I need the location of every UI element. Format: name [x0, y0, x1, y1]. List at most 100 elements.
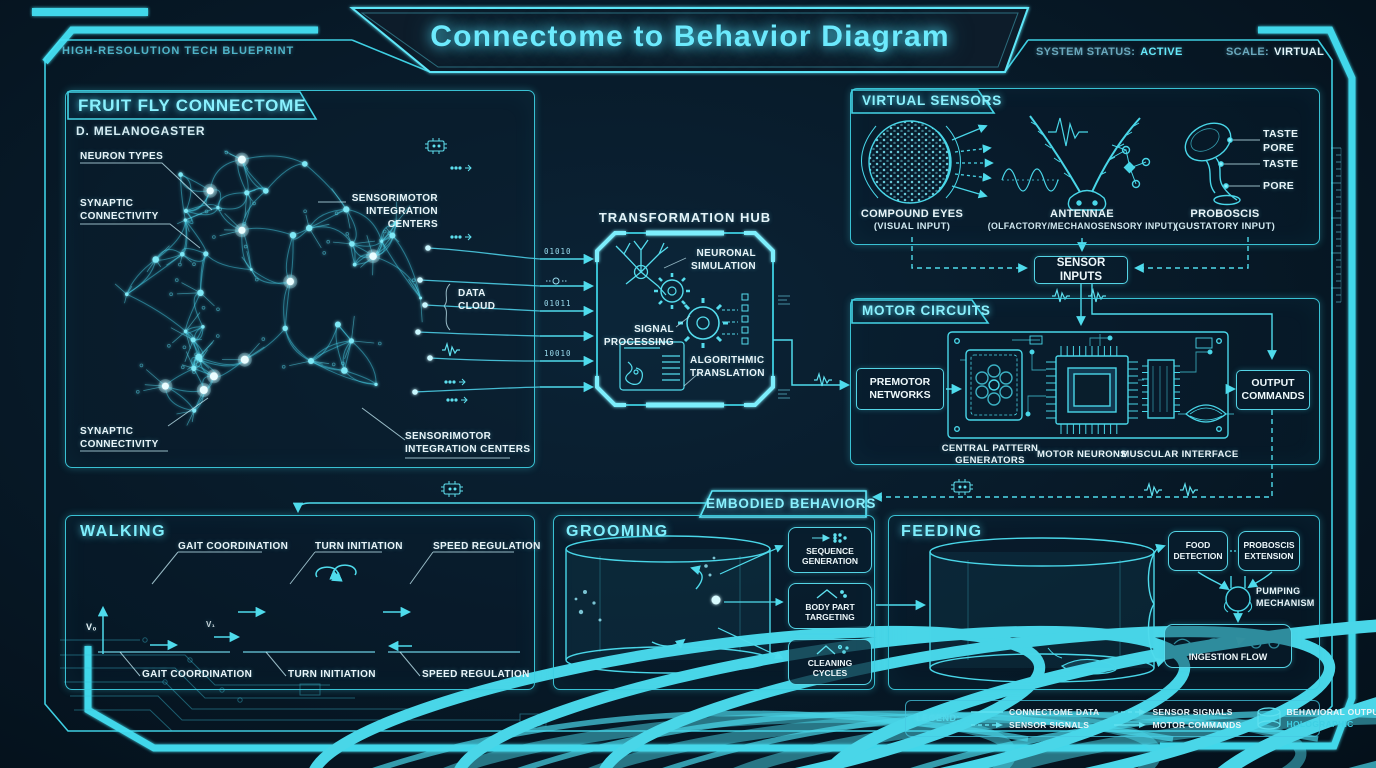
- system-status: SYSTEM STATUS: ACTIVE: [1036, 45, 1183, 59]
- legend-item-motor-commands: MOTOR COMMANDS: [1113, 720, 1241, 730]
- connectome-callouts: [80, 162, 510, 459]
- chip-pins: [1046, 346, 1180, 434]
- grooming-illustration: [565, 535, 1376, 768]
- walking-label-speed-top: SPEED REGULATION: [433, 541, 541, 552]
- food-detection-label: FOOD DETECTION: [1173, 540, 1223, 561]
- compound-eyes-sub: (VISUAL INPUT): [873, 221, 951, 232]
- proboscis-name: PROBOSCIS: [1190, 208, 1260, 220]
- cleaning-cycles-label: CLEANING CYCLES: [807, 657, 853, 679]
- feeding-illustration: [929, 537, 1376, 768]
- label-synaptic-connectivity-top: SYNAPTIC CONNECTIVITY: [80, 198, 159, 222]
- output-commands-label: OUTPUT COMMANDS: [1241, 376, 1305, 402]
- walking-label-turn-bottom: TURN INITIATION: [288, 669, 376, 680]
- cylinder-icon: [1256, 706, 1281, 730]
- grooming-panel: [553, 515, 875, 690]
- sequence-icon: [812, 533, 847, 543]
- legend-item-sublabel: HOLOGRAPHIC: [1286, 718, 1354, 729]
- label-data-cloud: DATA CLOUD: [458, 288, 496, 312]
- walking-title: WALKING: [80, 523, 167, 540]
- body-part-targeting-box: BODY PART TARGETING: [788, 583, 872, 629]
- label-sensorimotor-bottom: SENSORIMOTOR INTEGRATION CENTERS: [405, 431, 531, 455]
- walking-label-speed-bottom: SPEED REGULATION: [422, 669, 530, 680]
- legend-item-label: BEHAVIORAL OUTPUT: [1286, 707, 1376, 718]
- dashed-arrow-icon: [1114, 709, 1147, 715]
- transformation-hub-frame: [595, 230, 775, 408]
- premotor-networks-label: PREMOTOR NETWORKS: [869, 375, 931, 401]
- hub-motor-connector: [773, 295, 851, 399]
- page-title: Connectome to Behavior Diagram: [430, 20, 950, 53]
- velocity-label-v0: V₀: [86, 622, 97, 632]
- scale-indicator: SCALE: VIRTUAL: [1226, 45, 1324, 59]
- section-tabs: [67, 89, 996, 518]
- solid-line-icon: [971, 711, 1003, 713]
- walking-illustration: [97, 551, 1343, 768]
- compound-eye-icon: [861, 120, 994, 204]
- antennae-icon: [1001, 115, 1151, 211]
- walking-label-gait-top: GAIT COORDINATION: [178, 541, 289, 552]
- sensor-inputs-box: SENSOR INPUTS: [1034, 256, 1128, 284]
- antennae-name: ANTENNAE: [1050, 208, 1114, 220]
- cleaning-cycles-box: CLEANING CYCLES: [788, 639, 872, 685]
- neural-network-illustration: [114, 150, 423, 426]
- label-sensorimotor-top: SENSORIMOTOR INTEGRATION CENTERS: [351, 193, 438, 230]
- legend-grid: CONNECTOME DATA SENSOR SIGNALS SENSOR SI…: [970, 707, 1242, 730]
- behavior-routing-lines: [292, 502, 927, 611]
- connectome-subtitle: D. MELANOGASTER: [76, 124, 206, 138]
- pumping-mechanism-label: PUMPING MECHANISM: [1256, 586, 1315, 608]
- food-detection-box: FOOD DETECTION: [1168, 531, 1228, 571]
- antennae-sub: (OLFACTORY/MECHANOSENSORY INPUT): [987, 221, 1177, 231]
- output-commands-box: OUTPUT COMMANDS: [1236, 370, 1310, 410]
- proboscis-extension-box: PROBOSCIS EXTENSION: [1238, 531, 1300, 571]
- ingestion-flow-box: INGESTION FLOW: [1164, 624, 1292, 668]
- callout-pore: PORE: [1263, 180, 1295, 192]
- connectome-panel: [65, 90, 535, 468]
- data-stream-label: 01010: [544, 247, 572, 256]
- connectome-title: FRUIT FLY CONNECTOME: [78, 96, 307, 115]
- cleaning-icon: [816, 644, 849, 655]
- scale-value: VIRTUAL: [1274, 46, 1325, 58]
- legend-item-label: CONNECTOME DATA: [1009, 707, 1100, 717]
- callout-taste: TASTE: [1263, 158, 1299, 170]
- proboscis-sub: (GUSTATORY INPUT): [1174, 221, 1276, 232]
- legend-item-label: SENSOR SIGNALS: [1152, 707, 1233, 717]
- blueprint-tag: HIGH-RESOLUTION TECH BLUEPRINT: [62, 45, 295, 57]
- hub-item-signal-processing: SIGNAL PROCESSING: [603, 324, 674, 348]
- legend-item-connectome-data: CONNECTOME DATA: [970, 707, 1099, 717]
- label-synaptic-connectivity-bottom: SYNAPTIC CONNECTIVITY: [80, 426, 159, 450]
- motor-circuits-title: MOTOR CIRCUITS: [862, 303, 991, 318]
- feeding-title: FEEDING: [901, 523, 983, 540]
- virtual-sensors-title: VIRTUAL SENSORS: [862, 93, 1003, 108]
- targeting-icon: [816, 588, 847, 599]
- velocity-label-v1: V₁: [206, 620, 216, 629]
- scale-ruler: [1331, 147, 1342, 303]
- circuit-board-illustration: [947, 331, 1234, 439]
- hub-gears-icon: [654, 273, 749, 348]
- sequence-generation-label: SEQUENCE GENERATION: [801, 545, 859, 567]
- hub-title: TRANSFORMATION HUB: [598, 210, 772, 225]
- solid-arrow-icon: [1114, 722, 1147, 728]
- walking-label-turn-top: TURN INITIATION: [315, 541, 403, 552]
- hub-translation-icon: [619, 341, 701, 391]
- status-label: SYSTEM STATUS:: [1036, 46, 1136, 58]
- status-value: ACTIVE: [1140, 46, 1183, 58]
- legend-item-sensor-signals-2: SENSOR SIGNALS: [970, 720, 1099, 730]
- motor-command-connectors: [872, 410, 1273, 502]
- legend: LEGEND: CONNECTOME DATA SENSOR SIGNALS S…: [905, 700, 1376, 737]
- label-muscular-interface: MUSCULAR INTERFACE: [1121, 449, 1239, 460]
- sensor-signal-connectors: [911, 237, 1277, 360]
- label-neuron-types: NEURON TYPES: [80, 151, 164, 162]
- legend-item-sensor-signals-1: SENSOR SIGNALS: [1113, 707, 1241, 717]
- header-banner: [349, 7, 1030, 73]
- legend-item-label: MOTOR COMMANDS: [1152, 720, 1242, 730]
- label-central-pattern-generators: CENTRAL PATTERN GENERATORS: [941, 443, 1039, 467]
- scale-label: SCALE:: [1226, 46, 1270, 58]
- compound-eyes-name: COMPOUND EYES: [860, 208, 964, 220]
- feeding-panel: [888, 515, 1320, 690]
- motor-circuits-panel: [850, 298, 1320, 465]
- grooming-title: GROOMING: [566, 523, 669, 540]
- data-stream-label: 10010: [544, 349, 572, 358]
- ingestion-flow-label: INGESTION FLOW: [1188, 651, 1268, 662]
- sequence-generation-box: SEQUENCE GENERATION: [788, 527, 872, 573]
- legend-label: LEGEND:: [916, 712, 960, 723]
- walking-label-gait-bottom: GAIT COORDINATION: [142, 669, 253, 680]
